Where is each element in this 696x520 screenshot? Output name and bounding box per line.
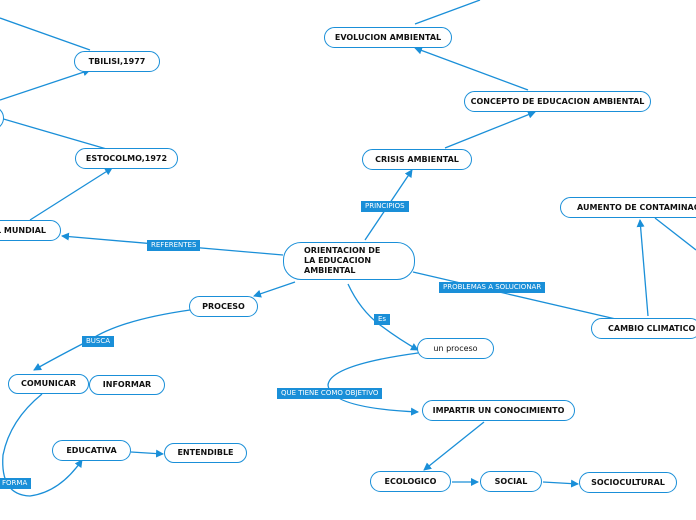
- connector: [636, 219, 649, 317]
- connector: [0, 117, 111, 151]
- connector: [327, 352, 419, 416]
- node-sociocultural[interactable]: SOCIOCULTURAL: [579, 472, 677, 493]
- connector: [130, 449, 164, 458]
- node-concepto-educacion-ambiental[interactable]: CONCEPTO DE EDUCACION AMBIENTAL: [464, 91, 651, 112]
- node-ecologico[interactable]: ECOLOGICO: [370, 471, 451, 492]
- node-evolucion-ambiental[interactable]: EVOLUCION AMBIENTAL: [324, 27, 452, 48]
- connector: [0, 68, 91, 101]
- node-educativa[interactable]: EDUCATIVA: [52, 440, 131, 461]
- connector: [0, 17, 91, 51]
- node-social[interactable]: SOCIAL: [480, 471, 542, 492]
- node-crisis-ambiental[interactable]: CRISIS AMBIENTAL: [362, 149, 472, 170]
- connector: [654, 217, 696, 251]
- connector: [29, 167, 113, 221]
- connector: [414, 0, 481, 25]
- label-principios: PRINCIPIOS: [361, 201, 409, 212]
- node-cambio-climatico[interactable]: CAMBIO CLIMATICO: [591, 318, 696, 339]
- node-comunicar[interactable]: COMUNICAR: [8, 374, 89, 394]
- label-que-tiene-como-objetivo: QUE TIENE COMO OBJETIVO: [277, 388, 383, 399]
- node-estocolmo-1972[interactable]: ESTOCOLMO,1972: [75, 148, 178, 169]
- node-aumento-contaminacion[interactable]: AUMENTO DE CONTAMINACION: [560, 197, 696, 218]
- label-referentes: REFERENTES: [147, 240, 201, 251]
- connector: [414, 46, 529, 91]
- connector: [444, 110, 536, 149]
- node-un-proceso[interactable]: un proceso: [417, 338, 494, 359]
- label-busca: BUSCA: [82, 336, 115, 347]
- label-es: Es: [374, 314, 391, 325]
- node-entendible[interactable]: ENTENDIBLE: [164, 443, 247, 463]
- connector: [542, 479, 579, 488]
- connector: [412, 271, 621, 321]
- connector: [347, 283, 419, 351]
- node-proceso[interactable]: PROCESO: [189, 296, 258, 317]
- node-mundial[interactable]: L MUNDIAL: [0, 220, 61, 241]
- node-impartir-conocimiento[interactable]: IMPARTIR UN CONOCIMIENTO: [422, 400, 575, 421]
- node-orientacion-central[interactable]: ORIENTACION DE LA EDUCACION AMBIENTAL: [283, 242, 415, 280]
- node-tbilisi-1977[interactable]: TBILISI,1977: [74, 51, 160, 72]
- connector: [423, 421, 485, 471]
- label-forma: FORMA: [0, 478, 32, 489]
- node-informar[interactable]: INFORMAR: [89, 375, 165, 395]
- connector: [253, 281, 296, 298]
- label-problemas-a-solucionar: PROBLEMAS A SOLUCIONAR: [439, 282, 546, 293]
